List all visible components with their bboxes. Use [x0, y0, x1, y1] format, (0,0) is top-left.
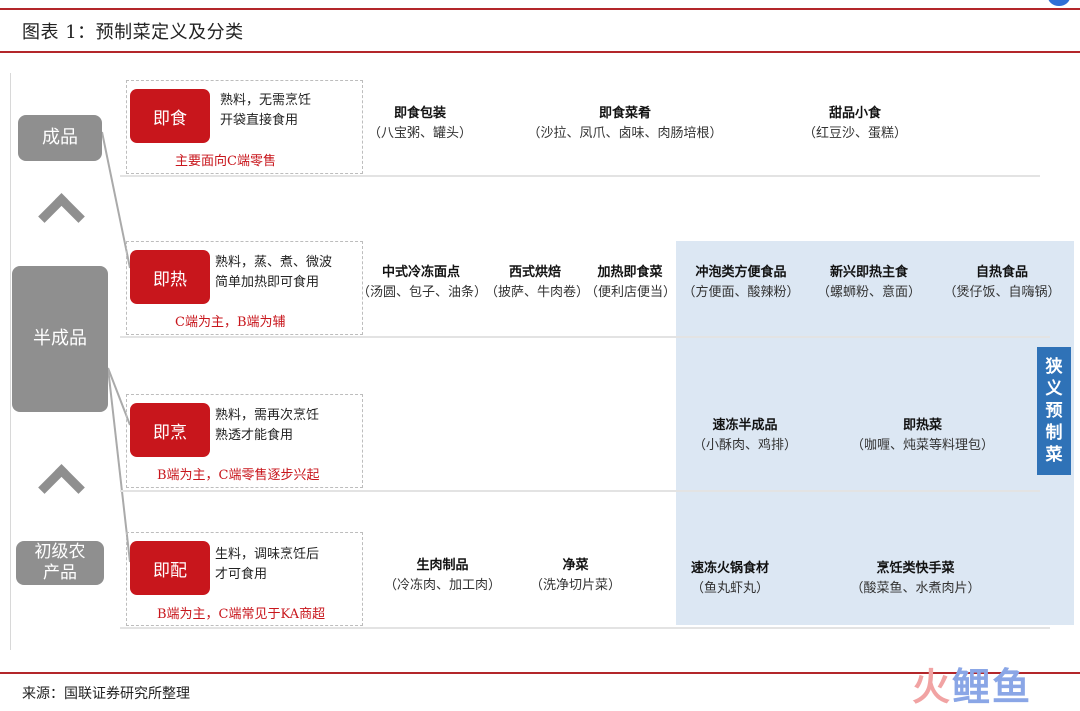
level-primary-produce: 初级农产品 [16, 541, 104, 585]
level-primary-produce-label: 初级农产品 [34, 541, 86, 583]
category-item: 自热食品 （煲仔饭、自嗨锅） [943, 265, 1061, 300]
category-item: 中式冷冻面点 （汤圆、包子、油条） [357, 265, 488, 300]
type-box-ready-to-cook [126, 394, 363, 488]
type-note-ready-to-eat: 主要面向C端零售 [175, 154, 276, 169]
row-divider [120, 627, 1050, 629]
narrow-definition-label: 狭 义 预 制 菜 [1037, 347, 1071, 475]
type-desc-ready-to-prepare: 生料，调味烹饪后 才可食用 [215, 547, 320, 582]
type-label-ready-to-cook: 即烹 [130, 403, 210, 457]
category-item: 速冻火锅食材 （鱼丸虾丸） [690, 561, 769, 596]
watermark-logo: 火鲤鱼 [912, 665, 1033, 709]
figure-title: 图表 1：预制菜定义及分类 [22, 22, 244, 43]
type-desc-ready-to-cook: 熟料，需再次烹饪 熟透才能食用 [215, 408, 320, 443]
category-item: 烹饪类快手菜 （酸菜鱼、水煮肉片） [850, 561, 981, 596]
type-note-ready-to-heat: C端为主，B端为辅 [175, 315, 286, 330]
narrow-definition-highlight [676, 241, 1074, 625]
category-item: 净菜 （洗净切片菜） [529, 558, 621, 593]
category-item: 冲泡类方便食品 （方便面、酸辣粉） [682, 265, 800, 300]
category-item: 西式烘焙 （披萨、牛肉卷） [485, 265, 590, 300]
top-rule [0, 8, 1080, 10]
level-semi-finished: 半成品 [12, 266, 108, 412]
type-desc-ready-to-heat: 熟料，蒸、煮、微波 简单加热即可食用 [215, 255, 333, 290]
category-item: 即食菜肴 （沙拉、凤爪、卤味、肉肠培根） [527, 106, 723, 141]
type-note-ready-to-cook: B端为主，C端零售逐步兴起 [157, 468, 320, 483]
type-box-ready-to-heat [126, 241, 363, 335]
category-item: 加热即食菜 （便利店便当） [585, 265, 677, 300]
type-box-ready-to-eat [126, 80, 363, 174]
type-box-ready-to-prepare [126, 532, 363, 626]
category-item: 即热菜 （咖喱、炖菜等料理包） [850, 418, 994, 453]
source-note: 来源：国联证券研究所整理 [22, 686, 190, 702]
category-item: 新兴即热主食 （螺蛳粉、意面） [816, 265, 921, 300]
type-label-ready-to-prepare: 即配 [130, 541, 210, 595]
row-divider [120, 336, 1050, 338]
category-item: 生肉制品 （冷冻肉、加工肉） [383, 558, 501, 593]
bottom-rule [0, 672, 1080, 674]
row-divider [120, 490, 1040, 492]
type-label-ready-to-heat: 即热 [130, 250, 210, 304]
category-item: 甜品小食 （红豆沙、蛋糕） [802, 106, 907, 141]
type-label-ready-to-eat: 即食 [130, 89, 210, 143]
level-finished-product: 成品 [18, 115, 102, 161]
row-divider [120, 175, 1040, 177]
type-desc-ready-to-eat: 熟料，无需烹饪 开袋直接食用 [220, 93, 312, 128]
corner-badge-icon [1048, 0, 1070, 6]
title-rule [0, 51, 1080, 53]
category-item: 即食包装 （八宝粥、罐头） [367, 106, 472, 141]
category-item: 速冻半成品 （小酥肉、鸡排） [692, 418, 797, 453]
type-note-ready-to-prepare: B端为主，C端常见于KA商超 [157, 607, 326, 622]
